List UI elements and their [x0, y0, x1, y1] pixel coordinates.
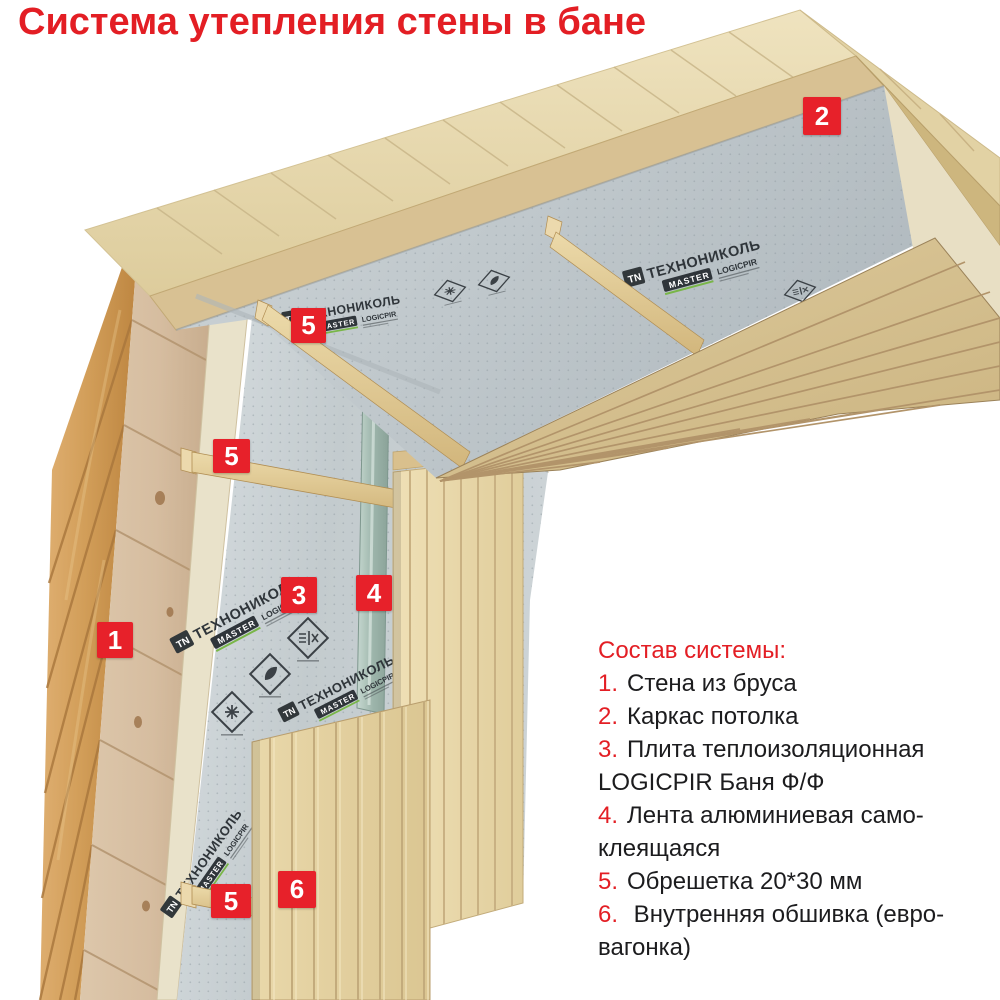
- fascia-right-plank-lines: [879, 68, 975, 152]
- wood-knots: [134, 491, 174, 912]
- legend-item-number: 3.: [598, 736, 619, 763]
- ceiling-assembly: [84, 9, 1000, 482]
- callout-2-1: 2: [803, 97, 841, 135]
- legend-item-text: Стена из бруса: [627, 670, 797, 697]
- callout-1-0: 1: [97, 622, 133, 658]
- legend-item-4-cont: клеящаяся: [598, 835, 721, 862]
- legend-item-text: Внутренняя обшивка (евро-: [627, 901, 945, 928]
- wall-batten-upper: [180, 447, 431, 515]
- legend-item-5: 5. Обрешетка 20*30 мм: [598, 865, 998, 898]
- callout-5-3: 5: [213, 439, 250, 473]
- ceiling-fascia-right: [799, 9, 1000, 207]
- legend-item-number: 2.: [598, 703, 619, 730]
- legend-item-6-cont: вагонка): [598, 934, 692, 961]
- legend-item-4: 4. Лента алюминиевая само-: [598, 799, 998, 832]
- legend-item-6: 6. Внутренняя обшивка (евро-: [598, 898, 998, 931]
- legend: Состав системы: 1. Стена из бруса 2. Каркас…: [598, 634, 998, 964]
- legend-item-text: Обрешетка 20*30 мм: [627, 868, 863, 895]
- legend-item-text: Лента алюминиевая само-: [627, 802, 924, 829]
- legend-item-2: 2. Каркас потолка: [598, 700, 998, 733]
- legend-item-number: 6.: [598, 901, 619, 928]
- legend-item-text: Каркас потолка: [627, 703, 799, 730]
- page-title: Система утепления стены в бане: [18, 1, 647, 43]
- callout-3-4: 3: [281, 577, 317, 613]
- callout-4-5: 4: [356, 575, 392, 611]
- legend-item-1: 1. Стена из бруса: [598, 667, 998, 700]
- legend-item-3-cont: LOGICPIR Баня Ф/Ф: [598, 769, 825, 796]
- callout-5-6: 5: [211, 884, 251, 918]
- callout-5-2: 5: [291, 308, 326, 343]
- fascia-plank-lines: [156, 31, 795, 255]
- legend-item-number: 4.: [598, 802, 619, 829]
- legend-item-number: 5.: [598, 868, 619, 895]
- legend-items: 1. Стена из бруса 2. Каркас потолка 3. Плита …: [598, 667, 998, 964]
- legend-item-3: 3. Плита теплоизоляционная: [598, 733, 998, 766]
- end-grain-texture: [56, 309, 122, 861]
- cladding-sheet-front: [251, 699, 431, 1000]
- legend-item-text: Плита теплоизоляционная: [627, 736, 925, 763]
- legend-heading: Состав системы:: [598, 637, 787, 664]
- timber-wall: [38, 215, 214, 1000]
- timber-joints-end: [38, 319, 134, 1000]
- ceiling-frame-trim-right: [855, 55, 1000, 247]
- timber-wall-front-face: [80, 215, 214, 1000]
- ceiling-cladding-ribbed: [435, 237, 1000, 482]
- callout-6-7: 6: [278, 871, 316, 908]
- legend-item-number: 1.: [598, 670, 619, 697]
